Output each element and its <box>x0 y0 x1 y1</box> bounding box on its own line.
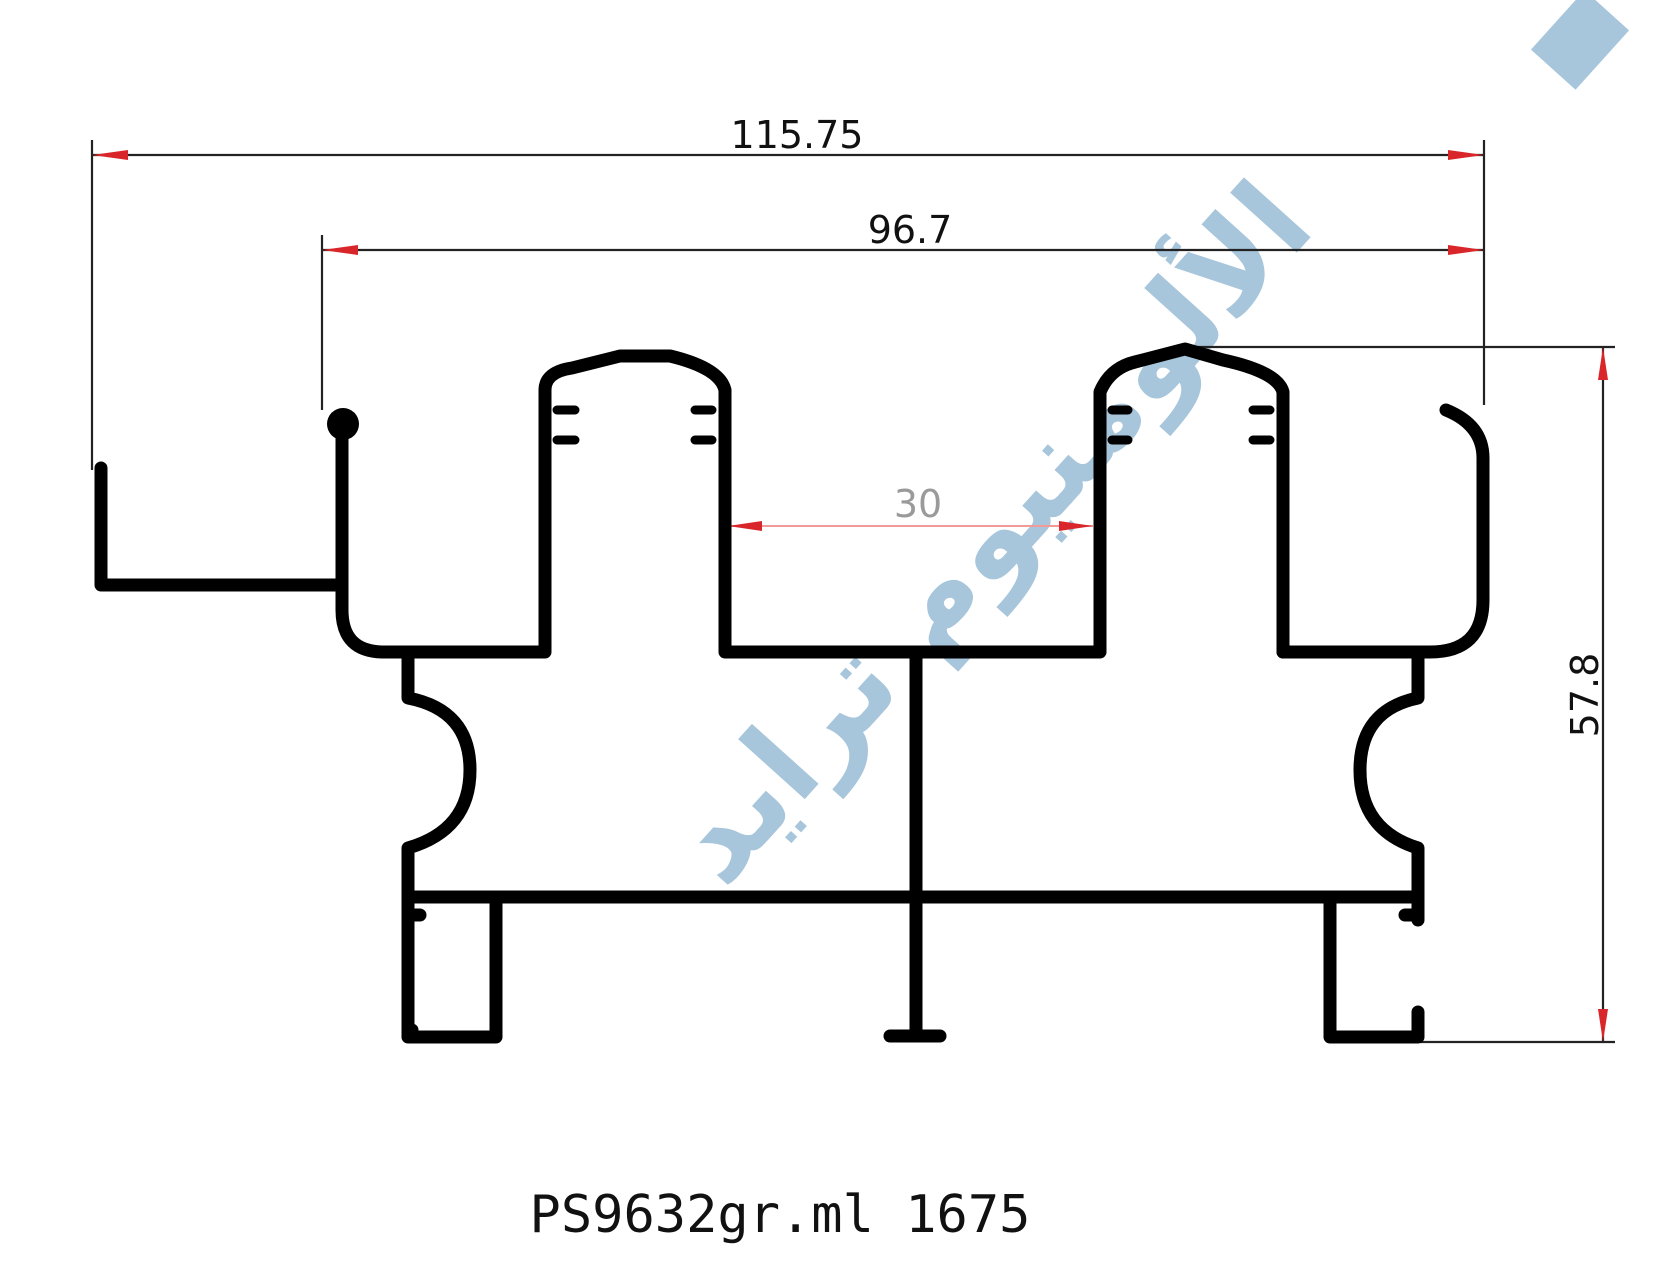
watermark-block <box>1530 0 1630 90</box>
left-slot-lip-right <box>690 405 717 445</box>
overall-width-dimension: 115.75 <box>90 113 1486 470</box>
aluminium-profile <box>94 342 1490 1044</box>
lower-right-side <box>1353 645 1425 927</box>
right-bottom-channel <box>1323 896 1425 1044</box>
gap-arrow-left <box>728 521 762 531</box>
inner-width-arrow-right <box>1448 245 1484 255</box>
left-post <box>335 383 552 659</box>
height-dimension: 57.8 <box>1185 345 1615 1044</box>
overall-width-arrow-right <box>1448 150 1484 160</box>
right-slot-lip-left <box>1107 405 1133 445</box>
left-slot-lip-left <box>552 405 580 445</box>
left-slot <box>538 342 1290 659</box>
height-label: 57.8 <box>1563 653 1607 738</box>
left-post-ball <box>327 408 359 440</box>
inner-width-arrow-left <box>322 245 358 255</box>
lower-left-side <box>401 645 477 1037</box>
right-hook <box>1276 403 1490 659</box>
left-flange <box>94 461 347 592</box>
inner-width-label: 96.7 <box>868 208 953 252</box>
watermark-text: الألومنيوم ترايد <box>640 155 1339 909</box>
profile-caption: PS9632gr.ml 1675 <box>530 1185 1031 1245</box>
right-slot-lip-right <box>1248 405 1275 445</box>
height-arrow-top <box>1598 347 1608 380</box>
gap-dimension: 30 <box>728 482 1093 531</box>
overall-width-arrow-left <box>92 150 128 160</box>
overall-width-label: 115.75 <box>731 113 864 157</box>
gap-label: 30 <box>894 482 942 526</box>
height-arrow-bottom <box>1598 1009 1608 1042</box>
inner-width-dimension: 96.7 <box>320 208 1484 410</box>
gap-arrow-right <box>1059 521 1093 531</box>
left-bottom-channel <box>401 896 503 1044</box>
